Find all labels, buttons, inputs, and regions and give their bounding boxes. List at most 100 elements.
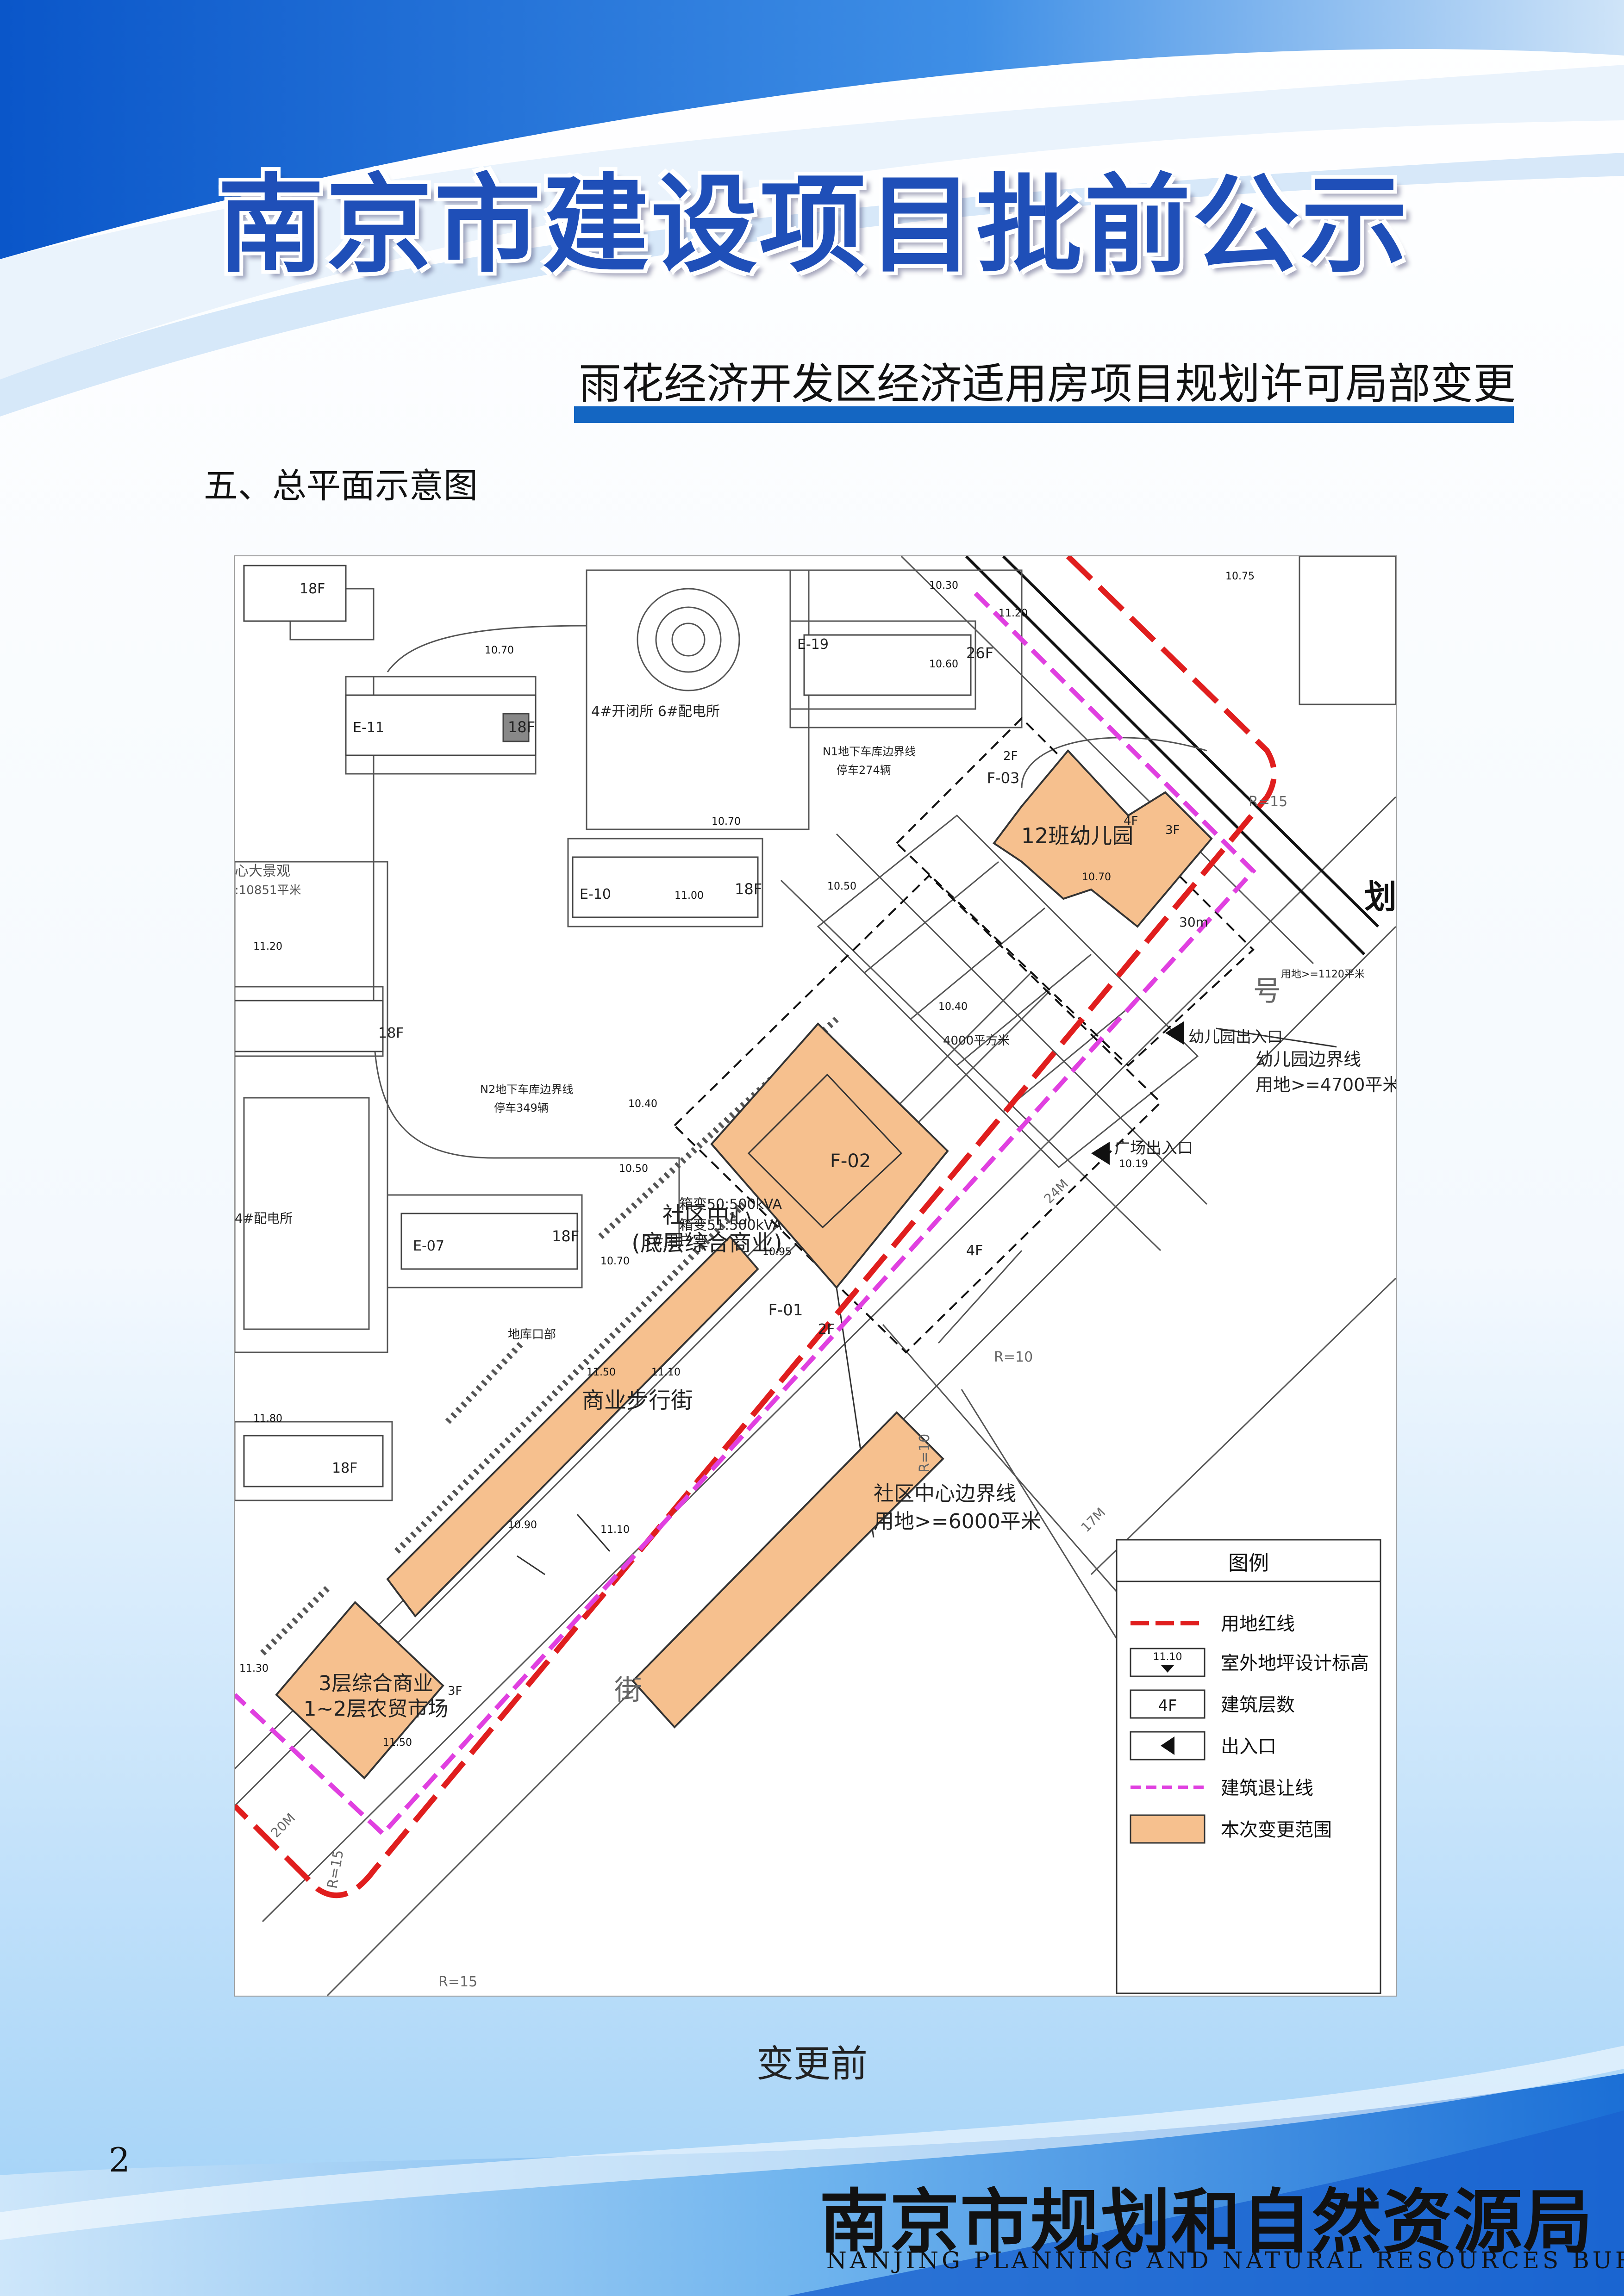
n2-parking: 停车349辆 <box>494 1101 549 1114</box>
building-pedestrian-street-west <box>386 1235 759 1618</box>
f02-name-line1: 社区中心 <box>662 1202 751 1228</box>
plaza-entrance-label: 广场出入口 <box>1114 1139 1193 1157</box>
f03-floors-b: 4F <box>1124 814 1138 828</box>
plaza-entrance-icon <box>1091 1142 1110 1165</box>
f03-name: 12班幼儿园 <box>1021 823 1134 848</box>
elevation-mark: 11.10 <box>651 1367 681 1378</box>
elevation-mark: 10.19 <box>1119 1158 1148 1170</box>
page-number: 2 <box>109 2140 130 2179</box>
e10-floors: 18F <box>735 880 762 898</box>
f02-name-line2: (底层综合商业) <box>631 1230 782 1256</box>
f01-code: F-01 <box>768 1301 803 1319</box>
legend-change-scope-swatch <box>1130 1814 1206 1844</box>
kindergarten-boundary-2: 用地>=4700平米 <box>1255 1075 1396 1095</box>
agency-name: 南京市规划和自然资源局 <box>819 2181 1594 2263</box>
elevation-mark: 10.70 <box>485 645 514 656</box>
plan-caption: 变更前 <box>756 2042 868 2085</box>
power-room-west-label: 4#配电所 <box>235 1211 293 1226</box>
elevation-mark: 11.50 <box>587 1367 616 1378</box>
elevation-mark: 10.40 <box>628 1098 657 1110</box>
legend-elevation-sample: 11.10 <box>1153 1651 1182 1663</box>
garage-entrance-label: 地库口部 <box>508 1328 556 1342</box>
entrance-arrows <box>1091 1021 1184 1165</box>
elevation-mark: 11.10 <box>600 1524 630 1536</box>
e11-code: E-11 <box>353 720 384 736</box>
project-subtitle: 雨花经济开发区经济适用房项目规划许可局部变更 <box>579 359 1516 409</box>
changed-buildings <box>275 749 1213 1780</box>
building-f03-kindergarten <box>993 749 1213 928</box>
radius-label-1: R=10 <box>994 1349 1033 1365</box>
elevation-mark: 11.80 <box>253 1413 282 1425</box>
e19-code: E-19 <box>797 636 829 653</box>
legend-item: 本次变更范围 <box>1221 1819 1332 1841</box>
legend-item: 用地红线 <box>1221 1613 1295 1635</box>
road-hua-label: 划 <box>1364 878 1396 916</box>
kindergarten-entrance-icon <box>1165 1021 1184 1045</box>
plaza-area-label: 4000平方米 <box>943 1034 1010 1048</box>
building-f02-community-center <box>710 1022 949 1289</box>
width-30m: 30m <box>1179 915 1208 930</box>
site-plan: 社区中心 (底层综合商业) F-02 4F 3#用户变 F-01 2F 商业步行… <box>234 555 1397 1997</box>
elevation-mark: 10.50 <box>619 1163 648 1175</box>
kindergarten-boundary-1: 幼儿园边界线 <box>1255 1049 1361 1070</box>
landscape-label-1: 心大景观 <box>235 863 290 879</box>
f01-name: 商业步行街 <box>582 1388 693 1413</box>
elevation-mark: 11.30 <box>239 1663 269 1674</box>
elevation-mark: 10.70 <box>1082 871 1111 883</box>
legend-item: 建筑退让线 <box>1221 1778 1313 1799</box>
legend-item: 室外地坪设计标高 <box>1221 1653 1369 1674</box>
radius-label-3: R=15 <box>1249 794 1287 810</box>
width-24m: 24M <box>1041 1176 1072 1207</box>
building-outlines <box>517 1073 903 1575</box>
f02-code: F-02 <box>830 1151 871 1172</box>
legend-item: 建筑层数 <box>1221 1694 1295 1716</box>
market-floors: 3F <box>448 1684 462 1698</box>
land-red-line <box>235 556 1277 1898</box>
community-boundary-1: 社区中心边界线 <box>874 1482 1016 1506</box>
building-f01-pedestrian-street <box>631 1411 944 1729</box>
entrance-arrow-icon <box>1161 1736 1174 1755</box>
market-line2: 1~2层农贸市场 <box>304 1697 449 1721</box>
width-17m: 17M <box>1078 1505 1109 1535</box>
elevation-mark: 11.20 <box>999 608 1028 619</box>
elevation-mark: 10.75 <box>1225 571 1255 582</box>
radius-label-5: R=15 <box>324 1848 347 1890</box>
building-setback-line <box>235 591 1256 1837</box>
elevation-markers: 10.70 10.30 11.20 10.70 10.50 10.40 10.1… <box>239 571 1255 1748</box>
radius-label-4: R=15 <box>438 1974 477 1990</box>
landscape-label-2: :10851平米 <box>235 884 301 897</box>
building-market <box>275 1601 444 1780</box>
elevation-mark: 10.50 <box>827 881 856 892</box>
n1-parking: 停车274辆 <box>837 764 891 777</box>
e07-floors: 18F <box>552 1227 579 1245</box>
f03-code: F-03 <box>987 769 1020 787</box>
nw-tower-floors: 18F <box>300 581 325 597</box>
f02-note: 3#用户变 <box>642 1232 708 1250</box>
kindergarten-area-note: 用地>=1120平米 <box>1281 969 1365 980</box>
e11-floors: 18F <box>508 718 535 736</box>
legend-floors-box <box>1130 1689 1206 1719</box>
section-heading: 五、总平面示意图 <box>204 466 478 506</box>
n1-boundary: N1地下车库边界线 <box>823 745 916 758</box>
elevation-mark: 10.30 <box>929 580 958 591</box>
elevation-mark: 11.50 <box>383 1737 412 1748</box>
power-room-label: 4#开闭所 6#配电所 <box>591 703 720 720</box>
w1-tower-floors: 18F <box>378 1025 404 1041</box>
legend-floors-sample: 4F <box>1158 1697 1177 1715</box>
f03-floors-c: 3F <box>1165 823 1180 837</box>
market-line1: 3层综合商业 <box>319 1672 433 1695</box>
f01-floors: 2F <box>818 1321 835 1338</box>
e19-floors: 26F <box>966 644 993 662</box>
legend-item: 出入口 <box>1221 1736 1276 1757</box>
transformer-2: 箱变51:500kVA <box>679 1217 782 1233</box>
site-plan-drawing: 社区中心 (底层综合商业) F-02 4F 3#用户变 F-01 2F 商业步行… <box>235 556 1396 1996</box>
elevation-mark: 10.60 <box>929 659 958 670</box>
page-title: 南京市建设项目批前公示 <box>218 162 1410 287</box>
elevation-triangle-icon <box>1161 1665 1174 1673</box>
subtitle-underline-bar <box>574 406 1514 423</box>
community-boundary-2: 用地>=6000平米 <box>874 1510 1041 1533</box>
elevation-mark: 10.90 <box>508 1519 537 1531</box>
legend-title: 图例 <box>1228 1551 1269 1575</box>
residential-towers <box>235 565 972 1487</box>
elevation-mark: 10.70 <box>712 816 741 828</box>
